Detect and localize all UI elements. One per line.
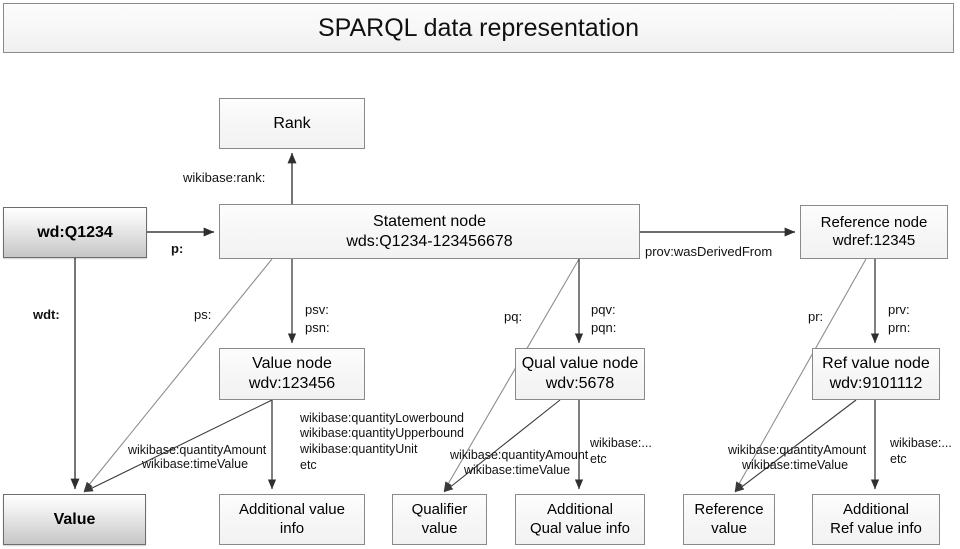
node-additional-value-info[interactable]: Additional value info: [219, 494, 365, 545]
edge-label-qual-etc: etc: [590, 452, 607, 466]
edge-label-wikibase-rank: wikibase:rank:: [183, 170, 266, 185]
node-additional-qual-value-info[interactable]: Additional Qual value info: [515, 494, 645, 545]
node-value-node-line1: Value node: [252, 355, 332, 373]
node-additional-ref-value-info-line1: Additional: [843, 501, 909, 519]
node-value-label: Value: [53, 510, 96, 528]
node-qual-value-node-line2: wdv:5678: [545, 375, 615, 392]
node-value-node-line2: wdv:123456: [248, 375, 336, 392]
node-ref-value-node-line1: Ref value node: [822, 355, 930, 373]
edge-label-pqv: pqv:: [591, 302, 616, 317]
edge-label-prn: prn:: [888, 320, 911, 335]
node-qualifier-value-line2: value: [421, 519, 458, 537]
node-ref-value-node-line2: wdv:9101112: [829, 375, 923, 392]
node-reference-line1: Reference node: [820, 213, 928, 231]
node-additional-value-info-line2: info: [279, 519, 305, 537]
node-additional-value-info-line1: Additional value: [239, 501, 345, 519]
node-statement[interactable]: Statement node wds:Q1234-123456678: [219, 204, 640, 259]
node-reference-value-line2: value: [711, 519, 747, 537]
node-additional-ref-value-info[interactable]: Additional Ref value info: [812, 494, 940, 545]
diagram-title-bar: SPARQL data representation: [3, 3, 954, 53]
node-reference-value-line1: Reference: [694, 501, 764, 519]
edge-label-wdt: wdt:: [33, 307, 60, 322]
node-ref-value-node[interactable]: Ref value node wdv:9101112: [812, 348, 940, 400]
node-value[interactable]: Value: [3, 494, 146, 545]
node-reference-line2: wdref:12345: [832, 232, 916, 249]
edge-label-qual-time-value: wikibase:timeValue: [464, 463, 571, 477]
edge-label-psn: psn:: [305, 320, 330, 335]
node-qual-value-node-line1: Qual value node: [521, 355, 639, 373]
node-additional-qual-value-info-line2: Qual value info: [529, 519, 631, 537]
edge-label-qual-wikibase-ellipsis: wikibase:...: [590, 436, 652, 450]
node-additional-qual-value-info-line1: Additional: [547, 501, 613, 519]
node-statement-line1: Statement node: [373, 212, 486, 230]
node-entity[interactable]: wd:Q1234: [3, 207, 147, 258]
edge-label-p: p:: [171, 241, 184, 256]
page-title: SPARQL data representation: [317, 13, 640, 42]
node-reference[interactable]: Reference node wdref:12345: [800, 205, 948, 259]
node-rank-label: Rank: [273, 114, 311, 132]
node-qualifier-value-line1: Qualifier: [411, 501, 468, 519]
node-rank[interactable]: Rank: [219, 98, 365, 149]
node-value-node[interactable]: Value node wdv:123456: [219, 348, 365, 400]
edge-label-pqn: pqn:: [591, 320, 617, 335]
edge-label-value-unit: wikibase:quantityUnit: [300, 442, 418, 456]
node-qual-value-node[interactable]: Qual value node wdv:5678: [515, 348, 645, 400]
edge-label-ps: ps:: [194, 307, 212, 322]
node-qualifier-value[interactable]: Qualifier value: [392, 494, 487, 545]
edge-label-value-time-value: wikibase:timeValue: [142, 457, 249, 471]
node-reference-value[interactable]: Reference value: [683, 494, 775, 545]
edge-label-ref-wikibase-ellipsis: wikibase:...: [890, 436, 952, 450]
edge-label-value-etc: etc: [300, 458, 317, 472]
edge-label-value-upperbound: wikibase:quantityUpperbound: [300, 426, 464, 440]
edge-label-pq: pq:: [504, 309, 523, 324]
edge-label-prov-was-derived-from: prov:wasDerivedFrom: [645, 244, 773, 259]
node-additional-ref-value-info-line2: Ref value info: [830, 519, 922, 537]
edge-label-ref-time-value: wikibase:timeValue: [742, 458, 849, 472]
node-statement-line2: wds:Q1234-123456678: [346, 232, 513, 250]
edge-label-psv: psv:: [305, 302, 329, 317]
edge-label-prv: prv:: [888, 302, 910, 317]
edge-label-pr: pr:: [808, 309, 824, 324]
edge-label-value-lowerbound: wikibase:quantityLowerbound: [300, 411, 464, 425]
edge-label-ref-etc: etc: [890, 452, 907, 466]
node-entity-label: wd:Q1234: [37, 223, 113, 241]
